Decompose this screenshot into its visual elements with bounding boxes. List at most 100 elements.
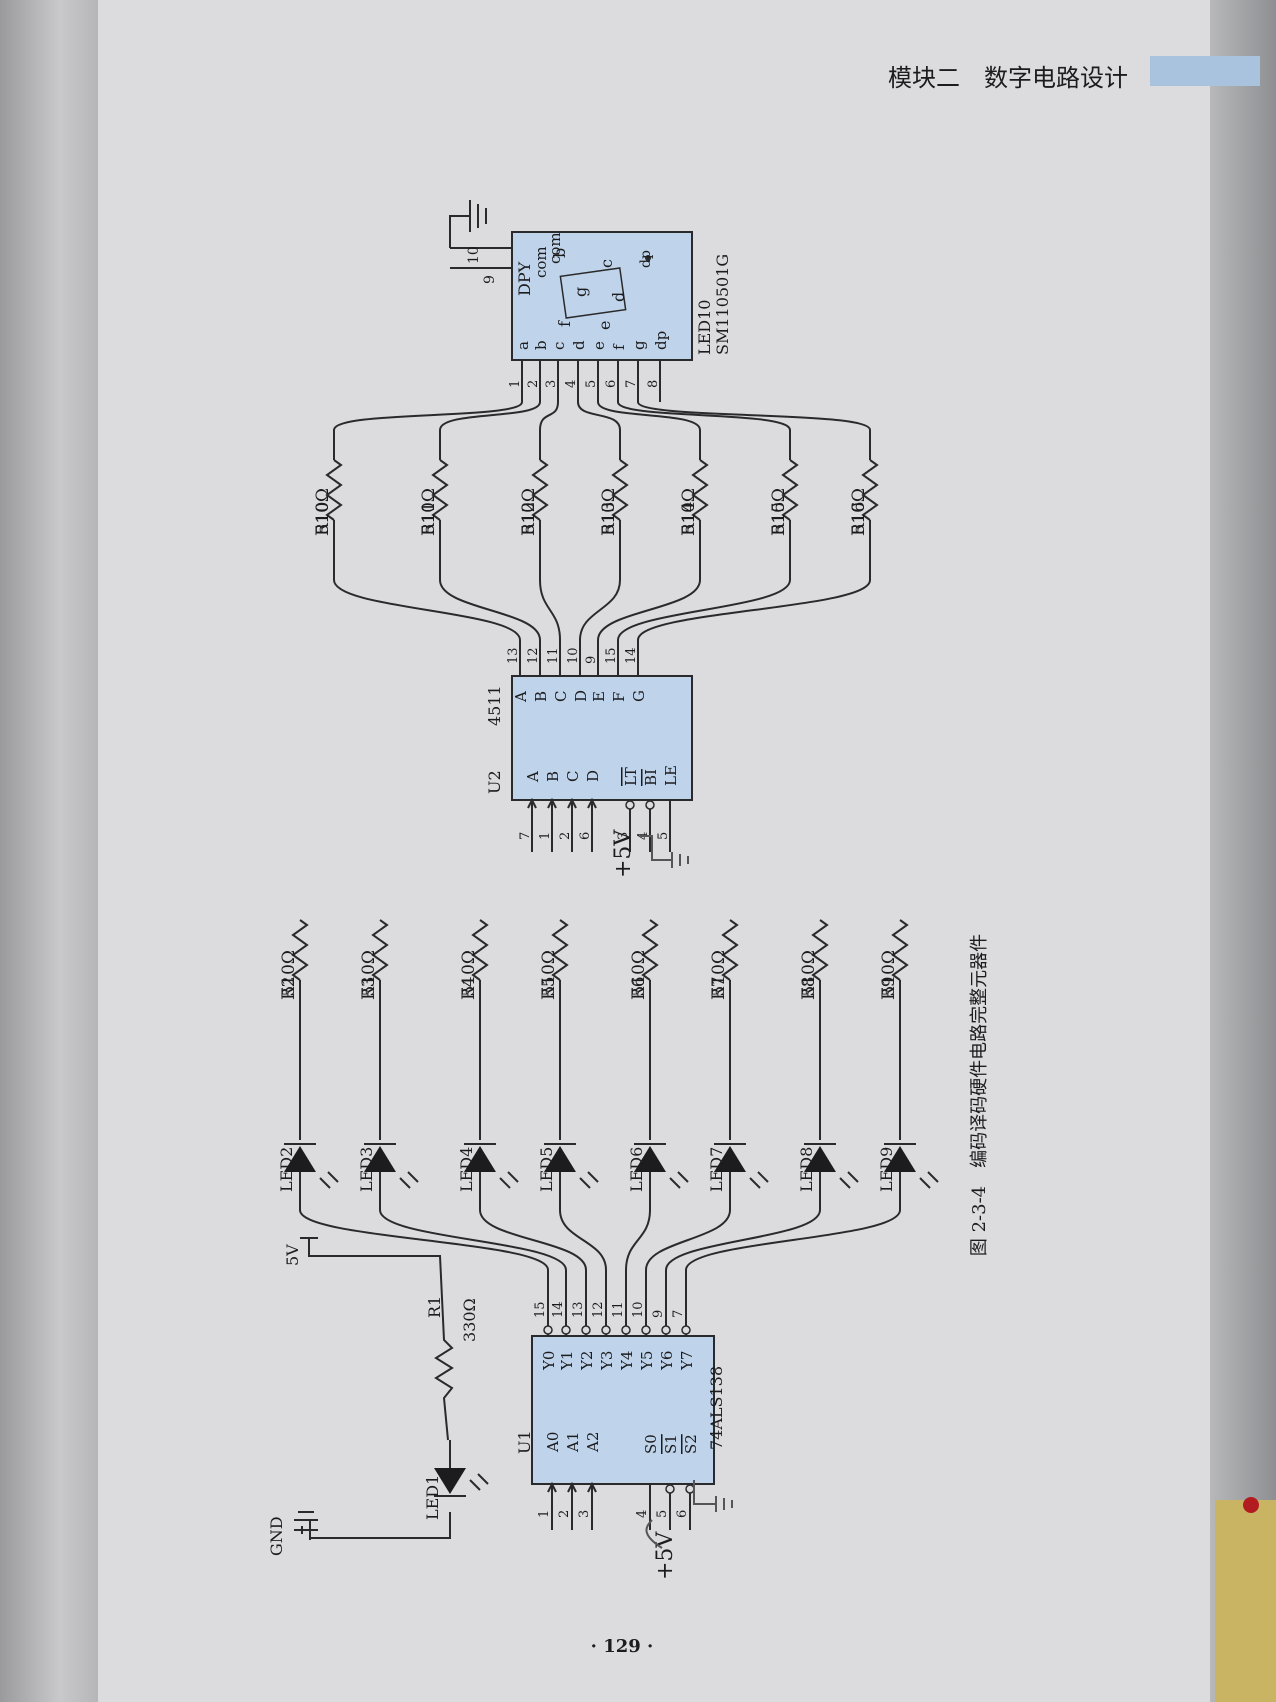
led-to-u1-wire: [685, 1172, 901, 1296]
resistor-ref: R7: [709, 976, 729, 1000]
u1-input-label: A0: [544, 1432, 562, 1453]
handwritten-ground-u2: [640, 835, 689, 868]
resistor-ref: R9: [879, 976, 899, 1000]
led-light-arrows: [749, 1171, 769, 1189]
resistor-to-display-wire: [439, 401, 541, 460]
seg-dp: dp: [638, 250, 654, 268]
resistor-value: 510Ω: [519, 488, 539, 535]
u1-enable-label: S2: [682, 1434, 700, 1454]
resistor-zigzag: [531, 459, 549, 521]
u2-control-label: LE: [662, 765, 680, 786]
u2-ref: U2: [485, 770, 504, 794]
display-part: SM110501G: [713, 254, 732, 355]
u1-input-pin-number: 2: [557, 1510, 572, 1518]
u1-output-pin-number: 9: [651, 1310, 666, 1318]
resistor-ref: R14: [679, 502, 699, 536]
led-ref: LED2: [277, 1147, 296, 1192]
led-light-arrows: [839, 1171, 859, 1189]
led-to-u1-wire: [645, 1172, 731, 1296]
u2-input-pin-number: 7: [518, 832, 533, 840]
display-pin-number: 5: [584, 380, 599, 388]
com-num-10: 10: [466, 246, 482, 264]
display-pin-label: a: [514, 341, 532, 350]
figure-caption: 图 2-3-4 编码译码硬件电路完整元器件: [969, 934, 990, 1256]
resistor-ref: R15: [769, 502, 789, 536]
resistor-zigzag: [371, 919, 389, 981]
seg-b: b: [550, 248, 569, 258]
u1-inversion-bubble: [641, 1325, 651, 1335]
com-label-2: com: [546, 232, 564, 264]
led-symbol: [364, 1146, 396, 1172]
resistor-zigzag: [891, 919, 909, 981]
resistor-ref: R10: [313, 502, 333, 536]
resistor-value: 510Ω: [419, 488, 439, 535]
seg-e: e: [595, 321, 614, 330]
resistor-value: 510Ω: [879, 950, 899, 997]
u2-part: 4511: [485, 685, 504, 726]
u1-ref: U1: [515, 1430, 534, 1454]
u1-output-pin-number: 14: [551, 1301, 566, 1318]
display-pin-number: 3: [544, 380, 559, 388]
led-ref: LED9: [877, 1147, 896, 1192]
u2-input-arrow: [547, 797, 557, 809]
u2-input-label: A: [524, 771, 542, 783]
u2-input-arrow: [527, 797, 537, 809]
resistor-value: 510Ω: [849, 488, 869, 535]
u2-to-resistor-wire: [597, 520, 701, 641]
resistor-ref: R13: [599, 502, 619, 536]
u2-output-label: G: [630, 690, 648, 702]
resistor-zigzag: [551, 919, 569, 981]
seg-g: g: [571, 287, 590, 297]
header-title: 模块二 数字电路设计: [888, 64, 1128, 92]
u1-inversion-bubble: [681, 1325, 691, 1335]
u1-inversion-bubble: [665, 1484, 675, 1494]
led-symbol: [284, 1146, 316, 1172]
u2-output-pin-number: 9: [584, 656, 599, 664]
u2-to-resistor-wire: [439, 520, 541, 641]
u2-output-pin-number: 11: [546, 647, 561, 664]
decoder-4511: 4511 U2 13A12B11C10D9E15F14GA7B1C2D6LT3B…: [485, 640, 693, 852]
u1-enable-label: S0: [642, 1434, 660, 1454]
handwritten-wire-1: [645, 1519, 663, 1549]
u2-input-label: B: [544, 771, 562, 782]
vcc-label: 5V: [283, 1244, 302, 1266]
resistor-ref: R11: [419, 502, 439, 536]
u1-input-label: A1: [564, 1432, 582, 1453]
u1-output-label: Y7: [678, 1351, 696, 1371]
seg-d: d: [609, 292, 628, 302]
u2-control-pin-number: 5: [656, 832, 671, 840]
u1-output-label: Y0: [540, 1351, 558, 1371]
resistor-ref: R8: [799, 976, 819, 1000]
led-symbol: [804, 1146, 836, 1172]
resistor-value: 510Ω: [629, 950, 649, 997]
u1-input-pin-number: 1: [537, 1510, 552, 1518]
resistor-zigzag: [611, 459, 629, 521]
display-pin-label: e: [590, 341, 608, 350]
u2-output-pin-number: 13: [506, 647, 521, 664]
resistor-value: 510Ω: [313, 488, 333, 535]
u2-output-pin-number: 15: [604, 647, 619, 664]
u1-enable-pin-number: 4: [635, 1510, 650, 1518]
u1-inversion-bubble: [685, 1484, 695, 1494]
u2-output-label: E: [590, 691, 608, 702]
led-light-arrows: [469, 1473, 489, 1491]
display-pin-label: g: [630, 340, 648, 350]
handwritten-ground-u1: [693, 1480, 733, 1512]
seg-c: c: [597, 259, 616, 268]
u1-enable-pin-number: 5: [655, 1510, 670, 1518]
handwritten-5v-u2: +5V: [611, 829, 636, 878]
u1-input-arrow: [567, 1481, 577, 1493]
u1-inversion-bubble: [661, 1325, 671, 1335]
led-to-u1-wire: [665, 1172, 821, 1296]
u1-inversion-bubble: [561, 1325, 571, 1335]
resistor-ref: R5: [539, 976, 559, 1000]
resistor-to-display-wire: [539, 401, 559, 460]
led-ref: LED3: [357, 1147, 376, 1192]
u1-inversion-bubble: [601, 1325, 611, 1335]
u2-inversion-bubble: [645, 800, 655, 810]
resistor-zigzag: [431, 459, 449, 521]
u2-input-arrow: [567, 797, 577, 809]
resistor-zigzag: [721, 919, 739, 981]
resistor-ref: R3: [359, 976, 379, 1000]
